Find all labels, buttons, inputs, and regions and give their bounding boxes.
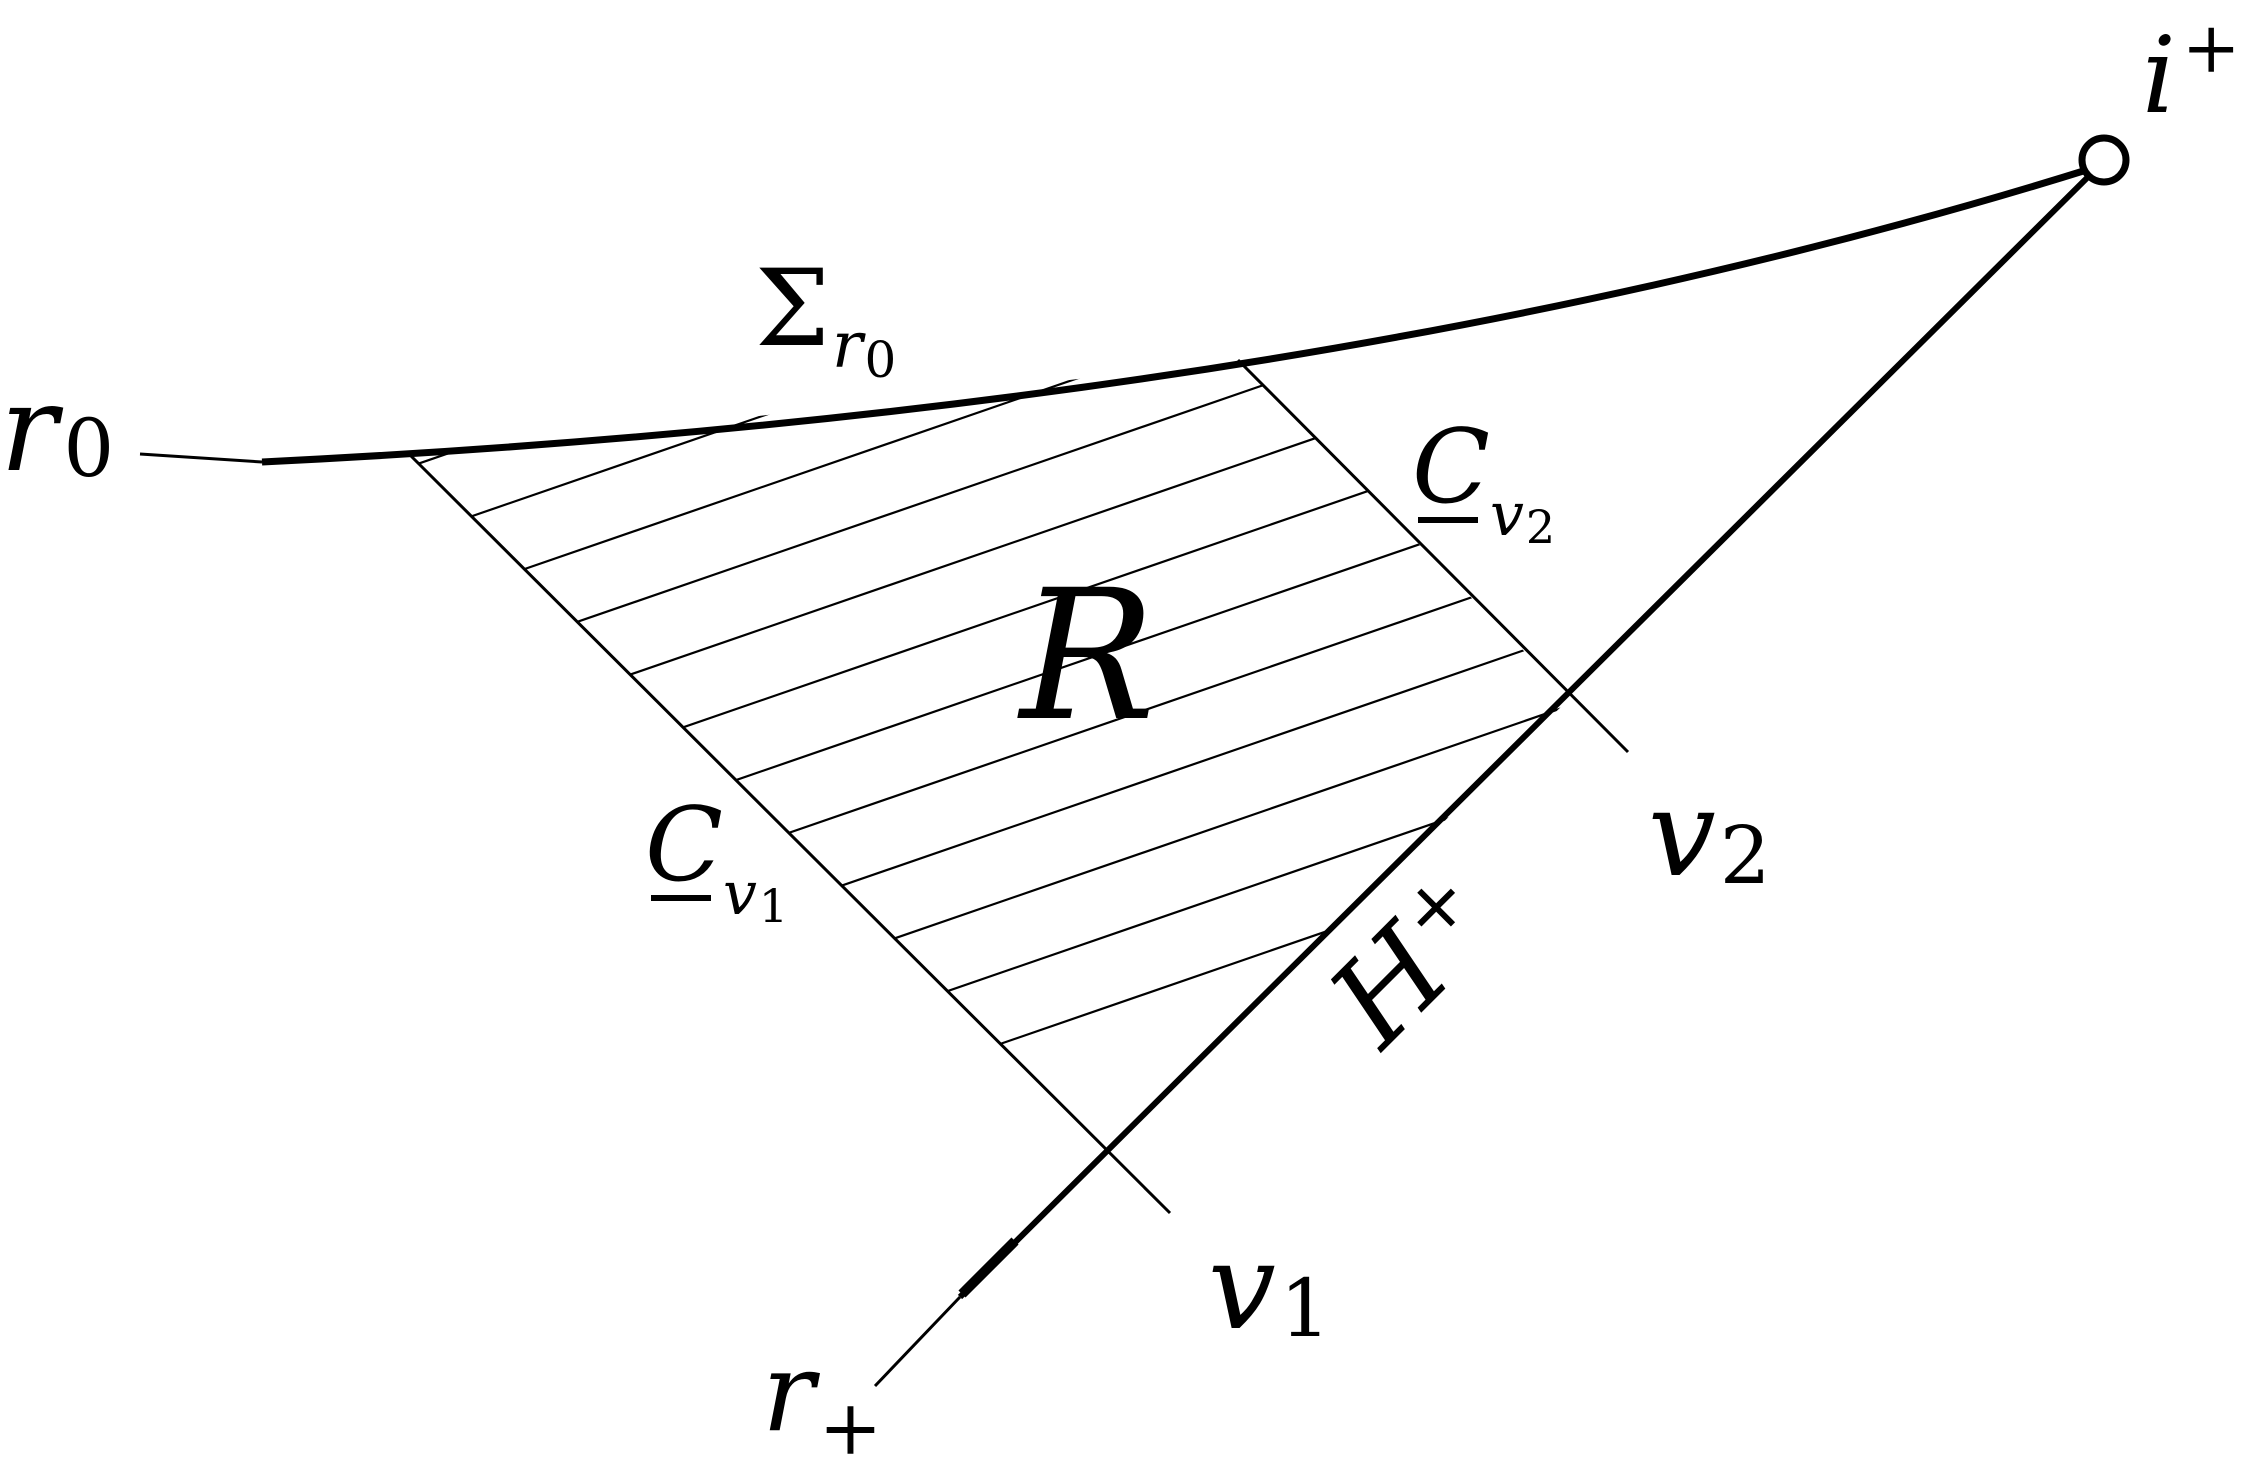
hatch-line (410, 360, 1570, 691)
label-c-v1: C v1 (645, 786, 788, 933)
null-cone-c-v1 (408, 453, 1172, 1215)
event-horizon-line (957, 169, 2096, 1300)
svg-text:v2: v2 (1490, 480, 1555, 554)
svg-text:C: C (1412, 408, 1490, 527)
label-r0: r0 (0, 360, 114, 499)
label-r-plus: r+ (762, 1328, 882, 1472)
hatch-line (410, 360, 1570, 549)
label-v2: v2 (1648, 765, 1771, 904)
hatch-line (410, 605, 1570, 1046)
label-sigma-r0: Σr0 (755, 247, 896, 389)
hatch-line (410, 818, 1570, 1151)
hatch-line (410, 360, 1570, 762)
svg-text:v1: v1 (723, 859, 788, 933)
label-event-horizon: H+ (1302, 852, 1524, 1074)
region-hatching (410, 360, 1570, 1151)
hatch-line (410, 747, 1570, 1151)
label-c-v2: C v2 (1412, 408, 1555, 554)
sigma-r0-hypersurface (261, 164, 2095, 466)
horizon-thick-marker (958, 1237, 1019, 1298)
svg-text:C: C (645, 786, 723, 905)
label-region-r: R (1017, 552, 1156, 761)
svg-text:H+: H+ (1302, 852, 1524, 1074)
sigma-curve-thin-segment (139, 452, 263, 464)
null-cone-c-v2 (1236, 358, 1630, 754)
label-i-plus: i+ (2142, 7, 2241, 137)
horizon-extension-thin (873, 1295, 962, 1388)
i-plus-endpoint-circle (2078, 134, 2130, 186)
hatch-line (410, 463, 1570, 904)
label-v1: v1 (1208, 1218, 1331, 1357)
